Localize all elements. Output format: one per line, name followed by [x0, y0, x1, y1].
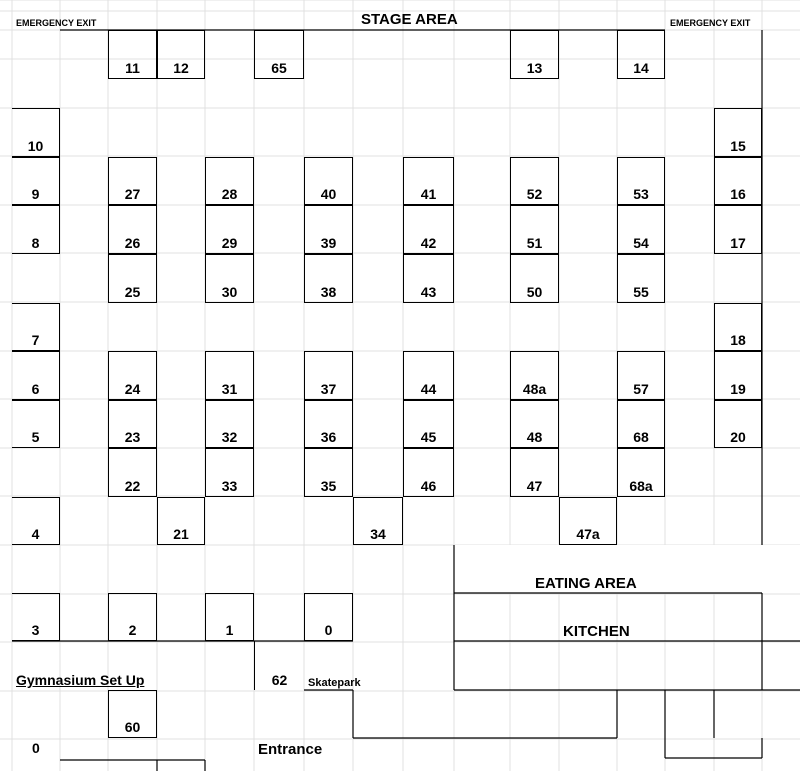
- emergency-exit-left-label: EMERGENCY EXIT: [16, 18, 97, 28]
- stage-area-label: STAGE AREA: [361, 11, 458, 28]
- booth-21: 21: [157, 497, 205, 545]
- booth-8: 8: [12, 205, 60, 254]
- booth-27: 27: [108, 157, 157, 205]
- booth-0: 0: [304, 593, 353, 641]
- booth-2: 2: [108, 593, 157, 641]
- booth-50: 50: [510, 254, 559, 303]
- booth-47: 47: [510, 448, 559, 497]
- booth-48: 48: [510, 400, 559, 448]
- booth-62: 62: [254, 641, 304, 690]
- booth-25: 25: [108, 254, 157, 303]
- booth-42: 42: [403, 205, 454, 254]
- booth-16: 16: [714, 157, 762, 205]
- booth-44: 44: [403, 351, 454, 400]
- booth-18: 18: [714, 303, 762, 351]
- booth-60: 60: [108, 690, 157, 738]
- booth-34: 34: [353, 497, 403, 545]
- booth-15: 15: [714, 108, 762, 157]
- booth-45: 45: [403, 400, 454, 448]
- booth-35: 35: [304, 448, 353, 497]
- booth-36: 36: [304, 400, 353, 448]
- kitchen-label: KITCHEN: [563, 623, 630, 640]
- booth-55: 55: [617, 254, 665, 303]
- booth-4: 4: [12, 497, 60, 545]
- booth-19: 19: [714, 351, 762, 400]
- booth-0: 0: [32, 740, 40, 756]
- booth-39: 39: [304, 205, 353, 254]
- booth-31: 31: [205, 351, 254, 400]
- booth-17: 17: [714, 205, 762, 254]
- booth-6: 6: [12, 351, 60, 400]
- booth-40: 40: [304, 157, 353, 205]
- booth-47a: 47a: [559, 497, 617, 545]
- booth-20: 20: [714, 400, 762, 448]
- booth-38: 38: [304, 254, 353, 303]
- booth-32: 32: [205, 400, 254, 448]
- booth-28: 28: [205, 157, 254, 205]
- booth-68a: 68a: [617, 448, 665, 497]
- booth-43: 43: [403, 254, 454, 303]
- booth-1: 1: [205, 593, 254, 641]
- gymnasium-setup-label: Gymnasium Set Up: [16, 672, 145, 688]
- eating-area-cell: [454, 545, 800, 593]
- emergency-exit-right-label: EMERGENCY EXIT: [670, 18, 751, 28]
- entrance-label: Entrance: [258, 741, 323, 758]
- booth-52: 52: [510, 157, 559, 205]
- booth-7: 7: [12, 303, 60, 351]
- booth-24: 24: [108, 351, 157, 400]
- skatepark-label: Skatepark: [308, 677, 361, 689]
- booth-3: 3: [12, 593, 60, 641]
- booth-10: 10: [12, 108, 60, 157]
- booth-48a: 48a: [510, 351, 559, 400]
- booth-23: 23: [108, 400, 157, 448]
- booth-54: 54: [617, 205, 665, 254]
- booth-26: 26: [108, 205, 157, 254]
- booth-30: 30: [205, 254, 254, 303]
- booth-46: 46: [403, 448, 454, 497]
- booth-68: 68: [617, 400, 665, 448]
- booth-22: 22: [108, 448, 157, 497]
- booth-9: 9: [12, 157, 60, 205]
- booth-51: 51: [510, 205, 559, 254]
- booth-11: 11: [108, 30, 157, 79]
- booth-65: 65: [254, 30, 304, 79]
- booth-5: 5: [12, 400, 60, 448]
- booth-33: 33: [205, 448, 254, 497]
- booth-14: 14: [617, 30, 665, 79]
- booth-53: 53: [617, 157, 665, 205]
- booth-41: 41: [403, 157, 454, 205]
- booth-57: 57: [617, 351, 665, 400]
- booth-29: 29: [205, 205, 254, 254]
- booth-12: 12: [157, 30, 205, 79]
- eating-area-label: EATING AREA: [535, 575, 637, 592]
- booth-13: 13: [510, 30, 559, 79]
- booth-37: 37: [304, 351, 353, 400]
